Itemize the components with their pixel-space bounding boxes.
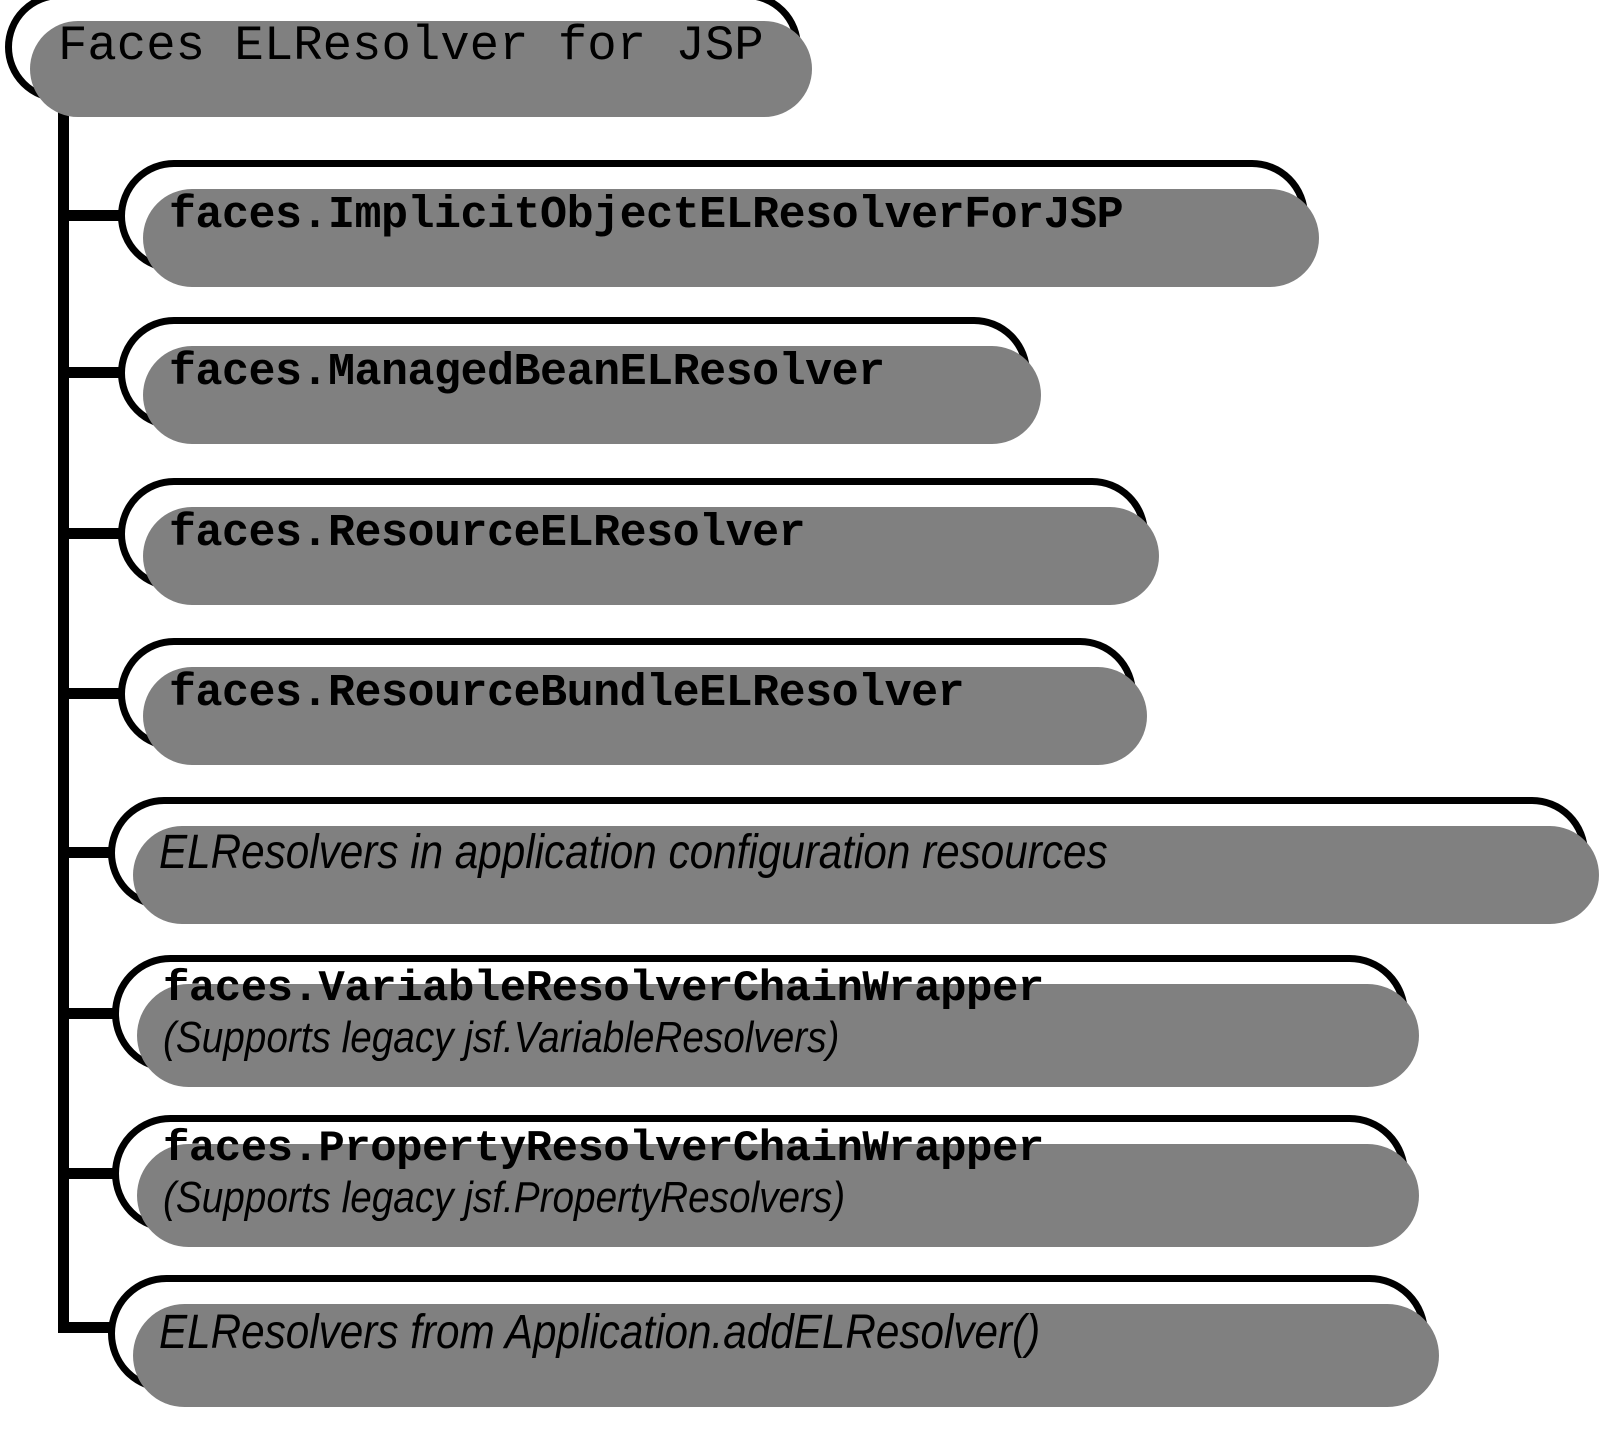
connector-stub-4 xyxy=(58,847,118,858)
node-content: faces.ImplicitObjectELResolverForJSP xyxy=(125,190,1301,242)
node-content: faces.ResourceELResolver xyxy=(125,508,1141,560)
node-shadow xyxy=(143,507,1159,605)
connector-stub-6 xyxy=(58,1168,120,1179)
node-sublabel: (Supports legacy jsf.PropertyResolvers) xyxy=(163,1172,846,1222)
node-label: ELResolvers from Application.addELResolv… xyxy=(159,1306,1041,1360)
node-content: ELResolvers from Application.addELResolv… xyxy=(115,1306,1421,1360)
node-content: Faces ELResolver for JSP xyxy=(12,18,794,75)
node-content: faces.ManagedBeanELResolver xyxy=(125,347,1023,399)
connector-stub-3 xyxy=(58,688,124,699)
connector-stub-1 xyxy=(58,367,124,378)
node-label: faces.ResourceBundleELResolver xyxy=(169,668,965,720)
node-resource-bundle-el-resolver[interactable]: faces.ResourceBundleELResolver xyxy=(118,638,1147,765)
node-resource-el-resolver[interactable]: faces.ResourceELResolver xyxy=(118,478,1159,605)
connector-stub-0 xyxy=(58,210,124,221)
node-label: faces.ResourceELResolver xyxy=(169,508,806,560)
node-elresolvers-in-application-configuration-resources[interactable]: ELResolvers in application configuration… xyxy=(108,797,1599,924)
node-content: faces.PropertyResolverChainWrapper (Supp… xyxy=(119,1126,1401,1220)
node-content: faces.VariableResolverChainWrapper (Supp… xyxy=(119,966,1401,1060)
node-label: faces.ManagedBeanELResolver xyxy=(169,347,885,399)
node-shadow xyxy=(143,189,1319,287)
node-shadow xyxy=(133,1304,1439,1407)
node-shadow xyxy=(137,984,1419,1087)
node-elresolvers-from-application-addelresolver[interactable]: ELResolvers from Application.addELResolv… xyxy=(108,1275,1439,1407)
node-label: ELResolvers in application configuration… xyxy=(159,825,1108,879)
node-variable-resolver-chain-wrapper[interactable]: faces.VariableResolverChainWrapper (Supp… xyxy=(112,955,1419,1087)
node-label: faces.VariableResolverChainWrapper xyxy=(163,964,1044,1015)
node-shadow xyxy=(143,346,1041,444)
connector-trunk xyxy=(58,100,69,1332)
node-label: faces.ImplicitObjectELResolverForJSP xyxy=(169,190,1124,242)
node-root-label: Faces ELResolver for JSP xyxy=(58,18,764,75)
connector-stub-7 xyxy=(58,1322,118,1333)
connector-stub-5 xyxy=(58,1008,120,1019)
node-content: ELResolvers in application configuration… xyxy=(115,825,1581,879)
connector-stub-2 xyxy=(58,528,124,539)
node-shadow xyxy=(143,667,1147,765)
node-sublabel: (Supports legacy jsf.VariableResolvers) xyxy=(163,1012,840,1062)
node-shadow xyxy=(30,21,812,117)
node-shadow xyxy=(133,826,1599,924)
node-managed-bean-el-resolver[interactable]: faces.ManagedBeanELResolver xyxy=(118,317,1041,444)
node-implicit-object-el-resolver-for-jsp[interactable]: faces.ImplicitObjectELResolverForJSP xyxy=(118,160,1319,287)
node-shadow xyxy=(137,1144,1419,1247)
node-root[interactable]: Faces ELResolver for JSP xyxy=(5,0,812,117)
node-property-resolver-chain-wrapper[interactable]: faces.PropertyResolverChainWrapper (Supp… xyxy=(112,1115,1419,1247)
node-label: faces.PropertyResolverChainWrapper xyxy=(163,1124,1044,1175)
node-content: faces.ResourceBundleELResolver xyxy=(125,668,1129,720)
